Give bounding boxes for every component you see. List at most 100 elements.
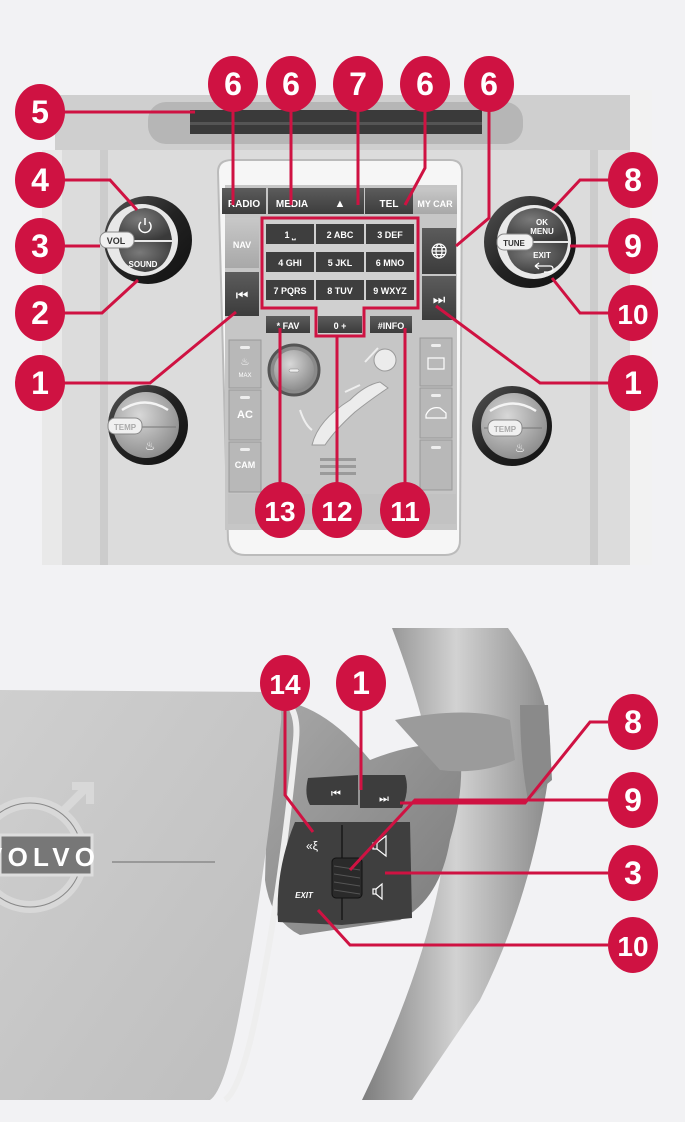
fav-key[interactable]	[266, 316, 310, 333]
radio-button[interactable]	[222, 188, 266, 214]
callout-marker	[608, 917, 658, 973]
back-arrow-icon	[534, 262, 554, 273]
voice-control-button[interactable]: «ξ	[306, 839, 319, 853]
svg-text:VOL: VOL	[107, 236, 126, 246]
top-button-row: RADIO MEDIA ▲ TEL MY CAR	[222, 188, 457, 214]
callout-marker	[255, 482, 305, 538]
keypad-key-label: 1 ⎵	[284, 230, 296, 240]
keypad-key[interactable]	[316, 224, 364, 244]
callout-marker	[608, 285, 658, 341]
svg-text:MY CAR: MY CAR	[417, 199, 453, 209]
globe-icon	[431, 243, 447, 259]
keypad-key[interactable]	[366, 252, 414, 272]
callout-number: 8	[624, 704, 642, 740]
callout-marker	[312, 482, 362, 538]
keypad-key[interactable]	[366, 224, 414, 244]
temp-knob-right[interactable]: TEMP ♨	[472, 386, 552, 466]
volume-knob[interactable]	[99, 231, 135, 249]
keypad-key-label: 7 PQRS	[273, 286, 306, 296]
callout-marker	[15, 84, 65, 140]
callout-marker	[608, 772, 658, 828]
callout-marker	[608, 694, 658, 750]
callout-number: 7	[349, 66, 367, 102]
wheel-skip-back-icon: ⏮	[331, 788, 341, 800]
skip-forward-button[interactable]	[422, 276, 456, 320]
callout-number: 10	[617, 299, 648, 330]
svg-text:0 +: 0 +	[334, 321, 347, 331]
svg-text:TUNE: TUNE	[503, 239, 525, 248]
callout-number: 3	[624, 855, 642, 891]
zero-plus-key[interactable]	[318, 316, 362, 333]
callout-marker	[15, 355, 65, 411]
callout-marker	[333, 56, 383, 112]
skip-back-button[interactable]	[225, 272, 259, 316]
svg-text:MAX: MAX	[238, 373, 251, 379]
svg-text:RADIO: RADIO	[228, 199, 260, 210]
callout-number: 11	[390, 496, 420, 527]
keypad-key[interactable]	[316, 280, 364, 300]
power-icon	[138, 218, 152, 234]
climate-right-buttons	[419, 337, 453, 491]
callout-number: 5	[31, 94, 49, 130]
keypad-key-label: 6 MNO	[376, 258, 405, 268]
seat-heat-icon: ♨	[145, 439, 156, 453]
sound-button[interactable]	[118, 242, 172, 272]
keypad-key[interactable]	[266, 252, 314, 272]
callout-marker	[608, 845, 658, 901]
svg-text:MENU: MENU	[530, 227, 554, 236]
keypad-key[interactable]	[266, 280, 314, 300]
my-car-button[interactable]	[413, 188, 457, 214]
keypad-key[interactable]	[316, 252, 364, 272]
callout-marker	[208, 56, 258, 112]
callout-marker	[336, 655, 386, 711]
callout-number: 14	[269, 669, 301, 700]
info-key[interactable]	[370, 316, 412, 333]
seat-heat-icon: ♨	[515, 441, 526, 455]
callout-number: 6	[480, 66, 498, 102]
keypad-key-label: 5 JKL	[328, 258, 353, 268]
eject-button[interactable]	[316, 188, 364, 214]
callout-marker	[380, 482, 430, 538]
svg-text:TEL: TEL	[380, 199, 399, 210]
keypad-highlight	[260, 216, 420, 338]
rear-defrost-icon	[427, 357, 445, 370]
svg-text:OK: OK	[536, 218, 548, 227]
temp-knob-left[interactable]: TEMP ♨	[107, 385, 188, 465]
tune-knob[interactable]	[496, 233, 534, 251]
voice-control-icon: «ξ	[306, 839, 319, 853]
callout-number: 9	[624, 228, 642, 264]
keypad-key-label: 8 TUV	[327, 286, 353, 296]
wheel-skip-forward-icon: ⏭	[379, 793, 389, 805]
wheel-skip-forward-button[interactable]	[360, 775, 407, 808]
nav-button[interactable]	[225, 218, 259, 268]
defrost-icon: ♨	[241, 357, 250, 368]
svg-text:TEMP: TEMP	[114, 423, 137, 432]
wheel-skip-back-button[interactable]	[306, 775, 358, 805]
svg-text:#INFO: #INFO	[378, 321, 405, 331]
keypad-key-label: 2 ABC	[327, 230, 354, 240]
menu-control-knob: OK MENU TUNE EXIT	[484, 196, 576, 288]
ok-menu-button[interactable]	[506, 208, 568, 241]
callout-marker	[400, 56, 450, 112]
tel-button[interactable]	[365, 188, 413, 214]
callout-number: 8	[624, 162, 642, 198]
callout-number: 3	[31, 228, 49, 264]
svg-text:* FAV: * FAV	[277, 321, 300, 331]
wheel-exit-button[interactable]: EXIT	[295, 891, 314, 900]
svg-text:AC: AC	[237, 409, 253, 421]
nav-label: NAV	[233, 240, 251, 250]
callout-number: 2	[31, 295, 49, 331]
callout-number: 10	[617, 931, 648, 962]
recirculation-icon	[425, 407, 447, 419]
thumbwheel[interactable]	[331, 857, 363, 899]
center-console-illustration: RADIO MEDIA ▲ TEL MY CAR NAV ⏮ ⏭ 1 ⎵2 AB…	[15, 56, 658, 565]
callout-number: 4	[31, 162, 49, 198]
callout-marker	[464, 56, 514, 112]
callout-leaders-top	[60, 102, 612, 505]
callout-marker	[608, 218, 658, 274]
keypad-key[interactable]	[266, 224, 314, 244]
keypad-key[interactable]	[366, 280, 414, 300]
callout-number: 6	[224, 66, 242, 102]
